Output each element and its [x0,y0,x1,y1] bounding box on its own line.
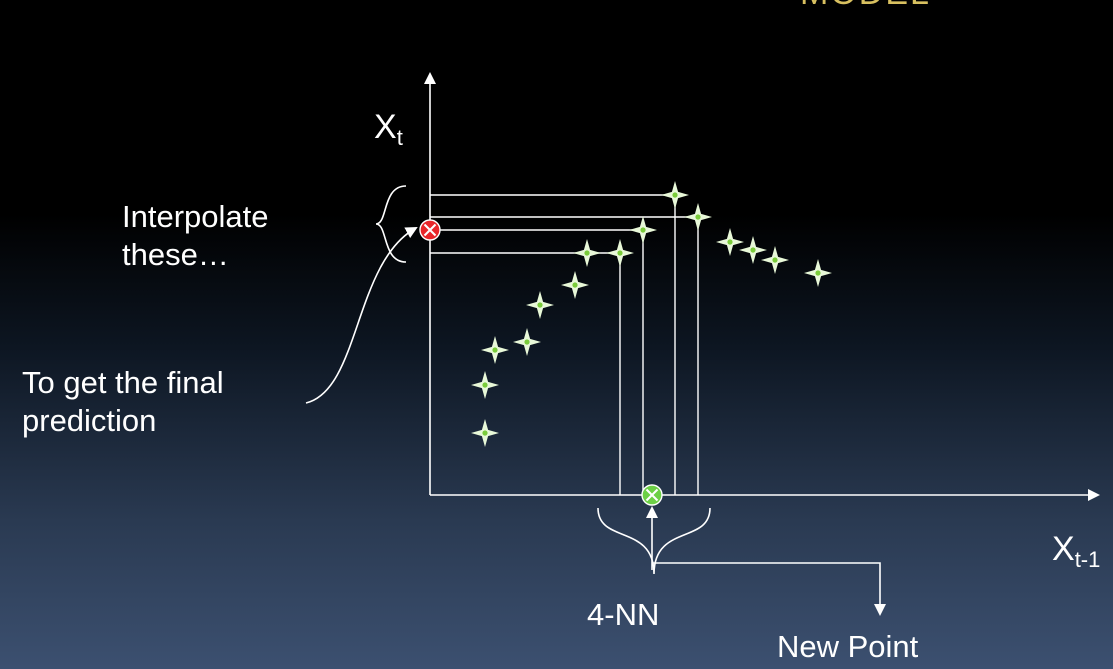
data-point-center [750,247,756,253]
data-point [513,328,541,356]
data-point [526,291,554,319]
new-point-marker [641,484,663,506]
final-prediction-arrow [305,227,418,404]
y-axis-label-sub: t [396,125,403,151]
slide-title-fragment: MODEL [800,0,931,13]
data-point [573,239,601,267]
data-point [761,246,789,274]
data-point-center [482,430,488,436]
knn-brace [597,507,711,575]
data-point-center [617,250,623,256]
data-point-center [672,192,678,198]
data-point-center [640,227,646,233]
data-point [471,419,499,447]
x-axis-label-main: X [1052,530,1075,568]
x-axis-label-sub: t-1 [1074,547,1101,573]
data-point-center [772,257,778,263]
data-point [606,239,634,267]
data-point [629,216,657,244]
annotations [305,185,886,616]
neighbor-guide-line-1 [430,252,621,495]
data-point-center [727,239,733,245]
marker-cross-stroke [645,488,659,502]
data-point-center [584,250,590,256]
final-prediction-label-line2: prediction [22,403,157,438]
data-point [804,259,832,287]
interpolate-label-line2: these… [122,237,229,272]
neighbor-guide-line-2 [430,229,644,495]
new-point-arrow [652,562,886,616]
data-point-center [695,214,701,220]
data-point [684,203,712,231]
data-point-center [524,339,530,345]
data-point [471,371,499,399]
data-point [716,228,744,256]
interpolate-label: Interpolate these… [122,198,269,274]
y-axis-label: Xt [374,108,403,157]
knn-label: 4-NN [587,597,660,632]
data-point-center [537,302,543,308]
data-point-center [492,347,498,353]
neighbor-guide-lines [430,194,699,495]
interpolate-brace [375,185,407,263]
y-axis-label-main: X [374,108,397,146]
markers [419,219,663,506]
predicted-value-marker [419,219,441,241]
final-prediction-label: To get the final prediction [22,364,224,440]
interpolate-label-line1: Interpolate [122,199,269,234]
data-points [471,181,832,447]
data-point [661,181,689,209]
axes [424,72,1100,501]
data-point [481,336,509,364]
x-axis-label: Xt-1 [1052,530,1100,579]
neighbor-guide-line-4 [430,216,699,495]
neighbor-guide-line-3 [430,194,676,495]
new-point-label: New Point [777,629,919,664]
final-prediction-label-line1: To get the final [22,365,224,400]
marker-cross-stroke [423,223,437,237]
data-point-center [572,282,578,288]
data-point [739,236,767,264]
data-point-center [482,382,488,388]
data-point [561,271,589,299]
data-point-center [815,270,821,276]
